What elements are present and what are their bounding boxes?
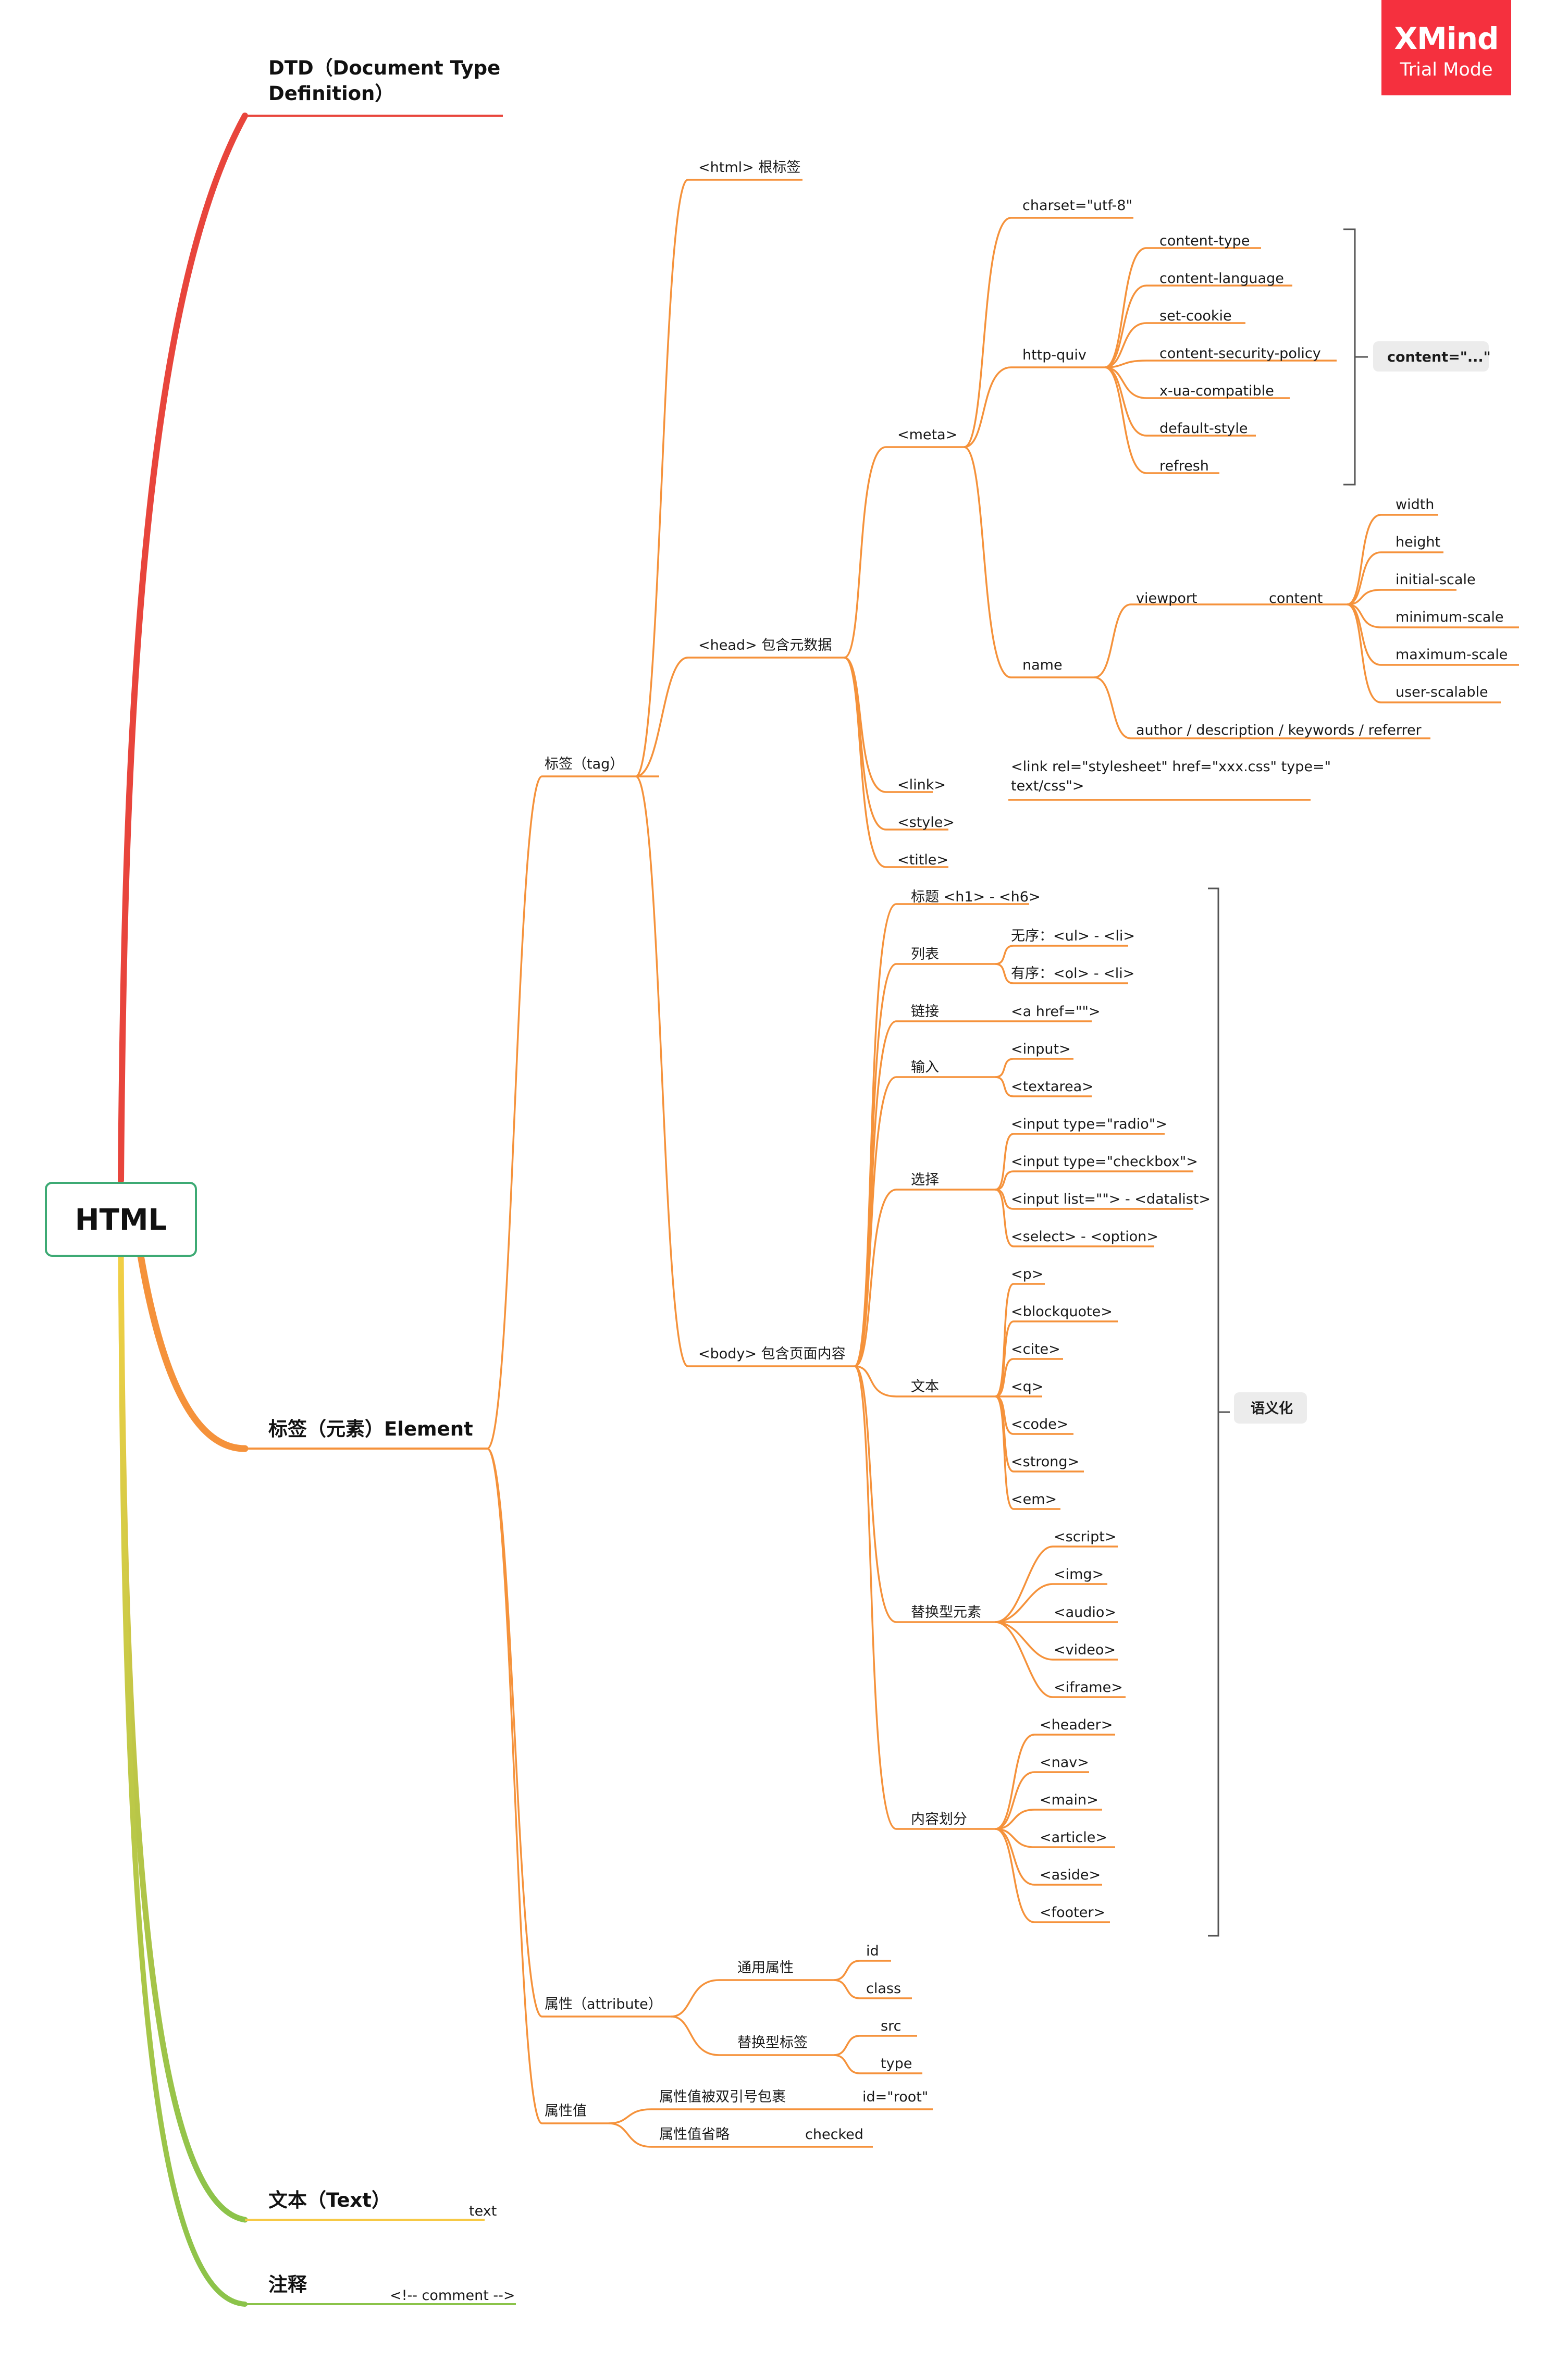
replaced-attr-label[interactable]: 替换型标签 xyxy=(737,2035,808,2051)
attr-omitted-label[interactable]: 属性值省略 xyxy=(659,2126,730,2143)
attribute-label[interactable]: 属性（attribute） xyxy=(545,1996,662,2012)
style-label[interactable]: <style> xyxy=(897,814,955,831)
http-quiv-label[interactable]: http-quiv xyxy=(1022,347,1087,363)
link-value-line1[interactable]: <link rel="stylesheet" href="xxx.css" ty… xyxy=(1011,759,1331,775)
replaced-attr-item[interactable]: type xyxy=(881,2056,912,2072)
body-input[interactable]: 输入 xyxy=(911,1059,939,1075)
html-tag-label[interactable]: <html> 根标签 xyxy=(698,159,800,176)
replaced-item[interactable]: <iframe> xyxy=(1054,1679,1123,1696)
http-item[interactable]: default-style xyxy=(1159,421,1248,437)
replaced-item[interactable]: <img> xyxy=(1054,1566,1104,1582)
body-replaced[interactable]: 替换型元素 xyxy=(911,1604,981,1621)
link-value-line2[interactable]: text/css"> xyxy=(1011,778,1084,794)
text-item[interactable]: <code> xyxy=(1011,1416,1068,1432)
section-item[interactable]: <article> xyxy=(1040,1829,1107,1846)
charset-label[interactable]: charset="utf-8" xyxy=(1022,197,1132,214)
dtd-label-line2[interactable]: Definition） xyxy=(268,82,394,105)
input-item[interactable]: <input> xyxy=(1011,1041,1071,1057)
replaced-item[interactable]: <script> xyxy=(1054,1529,1117,1545)
dtd-label-line1[interactable]: DTD（Document Type xyxy=(268,57,500,79)
text-item[interactable]: <q> xyxy=(1011,1379,1043,1395)
http-item[interactable]: content-security-policy xyxy=(1159,345,1321,362)
body-text[interactable]: 文本 xyxy=(911,1379,939,1395)
replaced-attr-item[interactable]: src xyxy=(881,2018,901,2034)
name-other-label[interactable]: author / description / keywords / referr… xyxy=(1136,722,1422,738)
section-item[interactable]: <header> xyxy=(1040,1717,1113,1733)
badge-subtitle: Trial Mode xyxy=(1400,59,1493,80)
select-item[interactable]: <input type="checkbox"> xyxy=(1011,1154,1198,1170)
text-item[interactable]: <p> xyxy=(1011,1266,1043,1282)
select-item[interactable]: <input list=""> - <datalist> xyxy=(1011,1191,1211,1207)
xmind-trial-badge: XMind Trial Mode xyxy=(1381,0,1511,95)
content-summary-label: content="..." xyxy=(1387,349,1491,365)
attr-value-label[interactable]: 属性值 xyxy=(545,2103,587,2119)
content-summary-node[interactable]: content="..." xyxy=(1373,341,1491,372)
semantic-summary-label: 语义化 xyxy=(1251,1401,1293,1417)
list-item[interactable]: 无序：<ul> - <li> xyxy=(1011,928,1135,944)
text-item[interactable]: <blockquote> xyxy=(1011,1304,1113,1320)
body-select[interactable]: 选择 xyxy=(911,1172,939,1188)
comment-value[interactable]: <!-- comment --> xyxy=(390,2287,515,2304)
text-label[interactable]: 文本（Text） xyxy=(268,2189,391,2211)
viewport-item[interactable]: user-scalable xyxy=(1396,684,1488,700)
root-label: HTML xyxy=(75,1203,167,1237)
tag-label[interactable]: 标签（tag） xyxy=(545,756,624,772)
main-branches xyxy=(118,113,516,2307)
viewport-label[interactable]: viewport xyxy=(1136,590,1197,607)
body-list[interactable]: 列表 xyxy=(911,946,939,962)
link-item[interactable]: <a href=""> xyxy=(1011,1004,1101,1020)
body-section[interactable]: 内容划分 xyxy=(911,1811,967,1827)
name-label[interactable]: name xyxy=(1022,657,1063,673)
badge-title: XMind xyxy=(1394,21,1499,56)
select-item[interactable]: <select> - <option> xyxy=(1011,1229,1158,1245)
attr-quoted-label[interactable]: 属性值被双引号包裹 xyxy=(659,2089,786,2105)
viewport-item[interactable]: height xyxy=(1396,534,1440,550)
section-item[interactable]: <main> xyxy=(1040,1792,1098,1808)
element-label[interactable]: 标签（元素）Element xyxy=(268,1418,473,1440)
summary-brackets xyxy=(1208,228,1368,1937)
text-item[interactable]: <strong> xyxy=(1011,1454,1079,1470)
list-item[interactable]: 有序：<ol> - <li> xyxy=(1011,966,1134,982)
head-connectors xyxy=(844,217,1519,868)
comment-label[interactable]: 注释 xyxy=(268,2273,307,2296)
semantic-summary-node[interactable]: 语义化 xyxy=(1234,1392,1307,1424)
body-link[interactable]: 链接 xyxy=(911,1004,939,1020)
section-item[interactable]: <aside> xyxy=(1040,1867,1101,1883)
input-item[interactable]: <textarea> xyxy=(1011,1079,1094,1095)
common-attr-item[interactable]: class xyxy=(866,1981,901,1997)
meta-label[interactable]: <meta> xyxy=(897,427,957,443)
text-item[interactable]: <em> xyxy=(1011,1491,1057,1507)
viewport-item[interactable]: maximum-scale xyxy=(1396,647,1508,663)
http-item[interactable]: content-type xyxy=(1159,233,1250,249)
http-item[interactable]: set-cookie xyxy=(1159,308,1232,324)
common-attr-label[interactable]: 通用属性 xyxy=(737,1960,794,1976)
replaced-item[interactable]: <video> xyxy=(1054,1642,1116,1658)
content-label[interactable]: content xyxy=(1269,590,1323,607)
text-item[interactable]: <cite> xyxy=(1011,1341,1060,1357)
http-item[interactable]: x-ua-compatible xyxy=(1159,383,1274,399)
replaced-item[interactable]: <audio> xyxy=(1054,1604,1116,1621)
element-connectors xyxy=(487,179,855,2124)
body-connectors xyxy=(854,903,1193,1923)
section-item[interactable]: <nav> xyxy=(1040,1754,1089,1771)
viewport-item[interactable]: minimum-scale xyxy=(1396,609,1503,625)
text-value[interactable]: text xyxy=(469,2203,497,2219)
viewport-item[interactable]: initial-scale xyxy=(1396,572,1476,588)
http-item[interactable]: content-language xyxy=(1159,270,1284,287)
body-tag-label[interactable]: <body> 包含页面内容 xyxy=(698,1346,846,1362)
section-item[interactable]: <footer> xyxy=(1040,1905,1105,1921)
head-tag-label[interactable]: <head> 包含元数据 xyxy=(698,637,832,653)
attribute-connectors xyxy=(608,1960,933,2148)
select-item[interactable]: <input type="radio"> xyxy=(1011,1116,1167,1132)
attr-quoted-example[interactable]: id="root" xyxy=(862,2089,928,2105)
title-label[interactable]: <title> xyxy=(897,852,948,868)
body-heading[interactable]: 标题 <h1> - <h6> xyxy=(911,889,1041,905)
viewport-item[interactable]: width xyxy=(1396,497,1434,513)
http-item[interactable]: refresh xyxy=(1159,458,1209,474)
root-node[interactable]: HTML xyxy=(45,1182,197,1257)
link-label[interactable]: <link> xyxy=(897,777,946,793)
common-attr-item[interactable]: id xyxy=(866,1943,879,1959)
attr-omitted-example[interactable]: checked xyxy=(805,2126,863,2143)
